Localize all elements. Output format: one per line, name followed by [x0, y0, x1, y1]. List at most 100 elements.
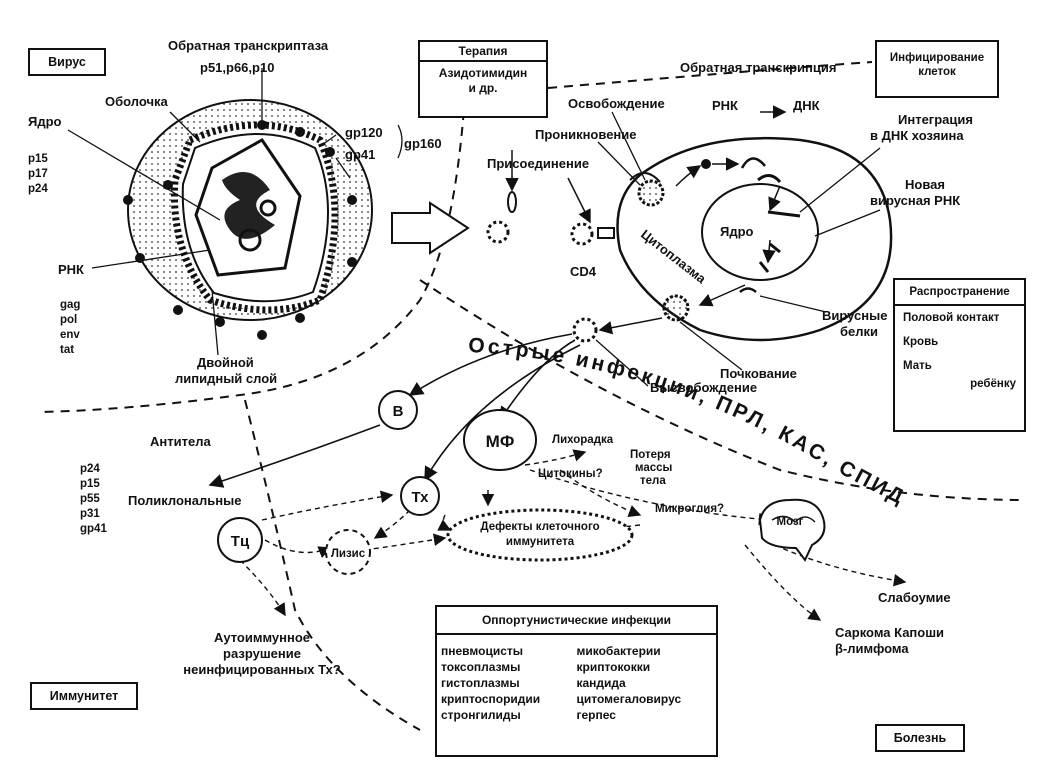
section-virus-label: Вирус [48, 55, 86, 69]
label-pol: pol [60, 314, 77, 326]
virus-particle [123, 99, 373, 340]
label-envelope: Оболочка [105, 94, 169, 109]
macrophage-label: МФ [486, 432, 515, 451]
label-virus-rna: РНК [58, 262, 84, 277]
list-item: стронгилиды [441, 708, 521, 722]
label-cell-dna: ДНК [793, 98, 820, 113]
label-cd4: CD4 [570, 264, 597, 279]
virion-attach [486, 191, 517, 244]
list-item: цитомегаловирус [576, 692, 682, 706]
list-item: гистоплазмы [441, 676, 520, 690]
label-release: Освобождение [568, 96, 665, 111]
label-gag: gag [60, 299, 80, 311]
label-autoimmune-3: неинфицированных Тх? [183, 662, 341, 677]
label-defects-1: Дефекты клеточного [480, 521, 599, 533]
opportunistic-col-left: пневмоцисты токсоплазмы гистоплазмы крип… [441, 643, 577, 723]
label-rt-proteins: p51,p66,p10 [200, 60, 274, 75]
label-new-rna-2: вирусная РНК [870, 193, 960, 208]
section-immunity: Иммунитет [30, 682, 138, 710]
lysis-label: Лизис [331, 548, 366, 560]
list-item: криптококки [576, 660, 651, 674]
label-gp41: gp41 [345, 147, 375, 162]
label-dementia: Слабоумие [878, 590, 951, 605]
section-immunity-label: Иммунитет [49, 689, 119, 703]
list-item: микобактерии [576, 644, 661, 658]
infection-arrow [391, 201, 470, 255]
label-ab-p15: p15 [80, 478, 100, 490]
label-brain: Мозг [777, 516, 804, 528]
label-weight-3: тела [640, 475, 666, 487]
label-tat: tat [60, 344, 74, 356]
therapy-title: Терапия [420, 42, 546, 62]
label-p24: p24 [28, 183, 48, 195]
distribution-title: Распространение [895, 280, 1024, 306]
label-bilayer-1: Двойной [197, 355, 254, 370]
label-integration-2: в ДНК хозяина [870, 128, 964, 143]
label-budding: Почкование [720, 366, 797, 381]
distribution-item: Кровь [903, 336, 939, 348]
virus-leaders [67, 68, 403, 356]
label-ab-p24: p24 [80, 463, 100, 475]
label-gp160: gp160 [404, 136, 442, 151]
cell-arrows [505, 105, 787, 335]
label-exit: Высвобождение [650, 380, 757, 395]
label-weight-1: Потеря [630, 449, 671, 461]
label-env: env [60, 329, 80, 341]
distribution-box: Распространение Половой контакт Кровь Ма… [893, 278, 1026, 432]
distribution-item: ребёнку [970, 378, 1016, 390]
label-virus-nucleus: Ядро [28, 114, 62, 129]
label-bilayer-2: липидный слой [175, 371, 277, 386]
label-gp120: gp120 [345, 125, 383, 140]
section-disease-label: Болезнь [893, 731, 947, 745]
list-item: криптоспоридии [441, 692, 541, 706]
list-item: кандида [576, 676, 626, 690]
tc-cell-label: Тц [231, 533, 250, 550]
label-autoimmune-2: разрушение [223, 646, 301, 661]
label-microglia: Микроглия? [655, 503, 724, 515]
therapy-box: Терапия Азидотимидин и др. [418, 40, 548, 118]
virion-cd4 [570, 222, 615, 246]
list-item: токсоплазмы [441, 660, 521, 674]
list-item: герпес [576, 708, 616, 722]
section-virus: Вирус [28, 48, 106, 76]
label-penetration: Проникновение [535, 127, 637, 142]
label-ab-gp41: gp41 [80, 523, 107, 535]
distribution-item: Мать [903, 360, 932, 372]
label-kaposi-2: β-лимфома [835, 641, 909, 656]
immune-cells [217, 390, 634, 575]
therapy-body-line2: и др. [468, 81, 498, 95]
region-dividers [39, 61, 1026, 731]
label-ab-p55: p55 [80, 493, 100, 505]
label-reverse-transcription: Обратная транскрипция [680, 60, 836, 75]
label-integration-1: Интеграция [898, 112, 973, 127]
b-cell-label: B [393, 403, 404, 420]
opportunistic-box: Оппортунистические инфекции пневмоцисты … [435, 605, 718, 757]
virion-released [572, 317, 598, 343]
label-attachment: Присоединение [487, 156, 589, 171]
label-cytokines: Цитокины? [538, 468, 603, 480]
label-fever: Лихорадка [552, 434, 614, 446]
label-new-rna-1: Новая [905, 177, 945, 192]
therapy-body: Азидотимидин и др. [420, 62, 546, 100]
cell-leaders [595, 111, 881, 387]
distribution-item: Половой контакт [903, 312, 1000, 324]
label-viral-proteins-1: Вирусные [822, 308, 887, 323]
label-reverse-transcriptase: Обратная транскриптаза [168, 38, 329, 53]
opportunistic-list: пневмоцисты токсоплазмы гистоплазмы крип… [437, 635, 716, 731]
brain-icon [758, 498, 826, 562]
label-kaposi-1: Саркома Капоши [835, 625, 944, 640]
therapy-body-line1: Азидотимидин [438, 66, 528, 80]
list-item: пневмоцисты [441, 644, 523, 658]
label-cell-nucleus: Ядро [720, 224, 754, 239]
label-antibodies: Антитела [150, 434, 211, 449]
label-polyclonal: Поликлональные [128, 493, 241, 508]
label-p15: p15 [28, 153, 48, 165]
th-cell-label: Тх [412, 489, 430, 506]
label-viral-proteins-2: белки [840, 324, 878, 339]
section-infection-label: Инфицирование клеток [889, 52, 985, 78]
section-infection: Инфицирование клеток [875, 40, 999, 98]
opportunistic-title: Оппортунистические инфекции [437, 607, 716, 635]
opportunistic-col-right: микобактерии криптококки кандида цитомег… [577, 643, 713, 723]
